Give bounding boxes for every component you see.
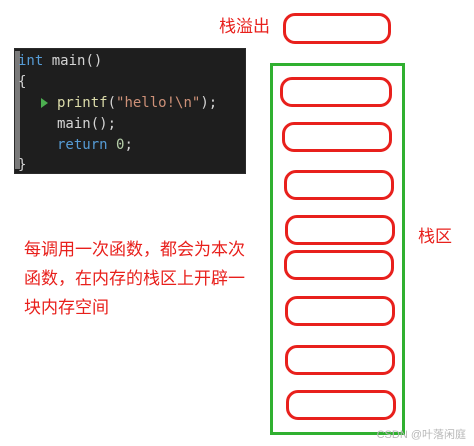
stack-frame xyxy=(285,345,395,375)
code-line-5: return 0; xyxy=(57,135,133,156)
string-literal: "hello!\n" xyxy=(116,95,201,111)
keyword-return: return xyxy=(57,137,108,153)
open-brace: { xyxy=(18,74,27,90)
explanation-note: 每调用一次函数，都会为本次函数，在内存的栈区上开辟一块内存空间 xyxy=(24,240,245,318)
code-line-4: main(); xyxy=(57,114,116,135)
stack-frame xyxy=(284,170,394,200)
keyword-int: int xyxy=(18,53,44,69)
semicolon: ; xyxy=(124,137,133,153)
return-value: 0 xyxy=(116,137,125,153)
code-line-2: { xyxy=(18,72,26,93)
stack-region-box xyxy=(270,63,405,435)
stack-area-label: 栈区 xyxy=(418,227,452,247)
stack-overflow-label: 栈溢出 xyxy=(219,17,270,37)
overflow-frame xyxy=(283,13,391,44)
function-signature: main() xyxy=(43,53,103,69)
editor-gutter xyxy=(15,51,20,169)
stack-frame xyxy=(280,77,392,107)
code-line-6: } xyxy=(18,155,26,176)
stack-frame xyxy=(286,390,396,420)
code-editor-panel: int main() { printf("hello!\n"); main();… xyxy=(14,48,246,174)
paren-close: ); xyxy=(200,95,218,111)
stack-frame xyxy=(282,122,392,152)
code-line-3: printf("hello!\n"); xyxy=(57,93,217,114)
paren-open: ( xyxy=(107,95,117,111)
stack-frame xyxy=(285,296,395,326)
recursive-call: main(); xyxy=(57,116,117,132)
current-line-arrow-icon xyxy=(41,98,48,108)
stack-frame xyxy=(284,250,394,280)
watermark-text: CSDN @叶落闲庭 xyxy=(376,429,466,441)
printf-call: printf xyxy=(57,95,108,111)
code-line-1: int main() xyxy=(18,51,102,72)
stack-frame xyxy=(285,215,395,245)
close-brace: } xyxy=(18,157,27,173)
